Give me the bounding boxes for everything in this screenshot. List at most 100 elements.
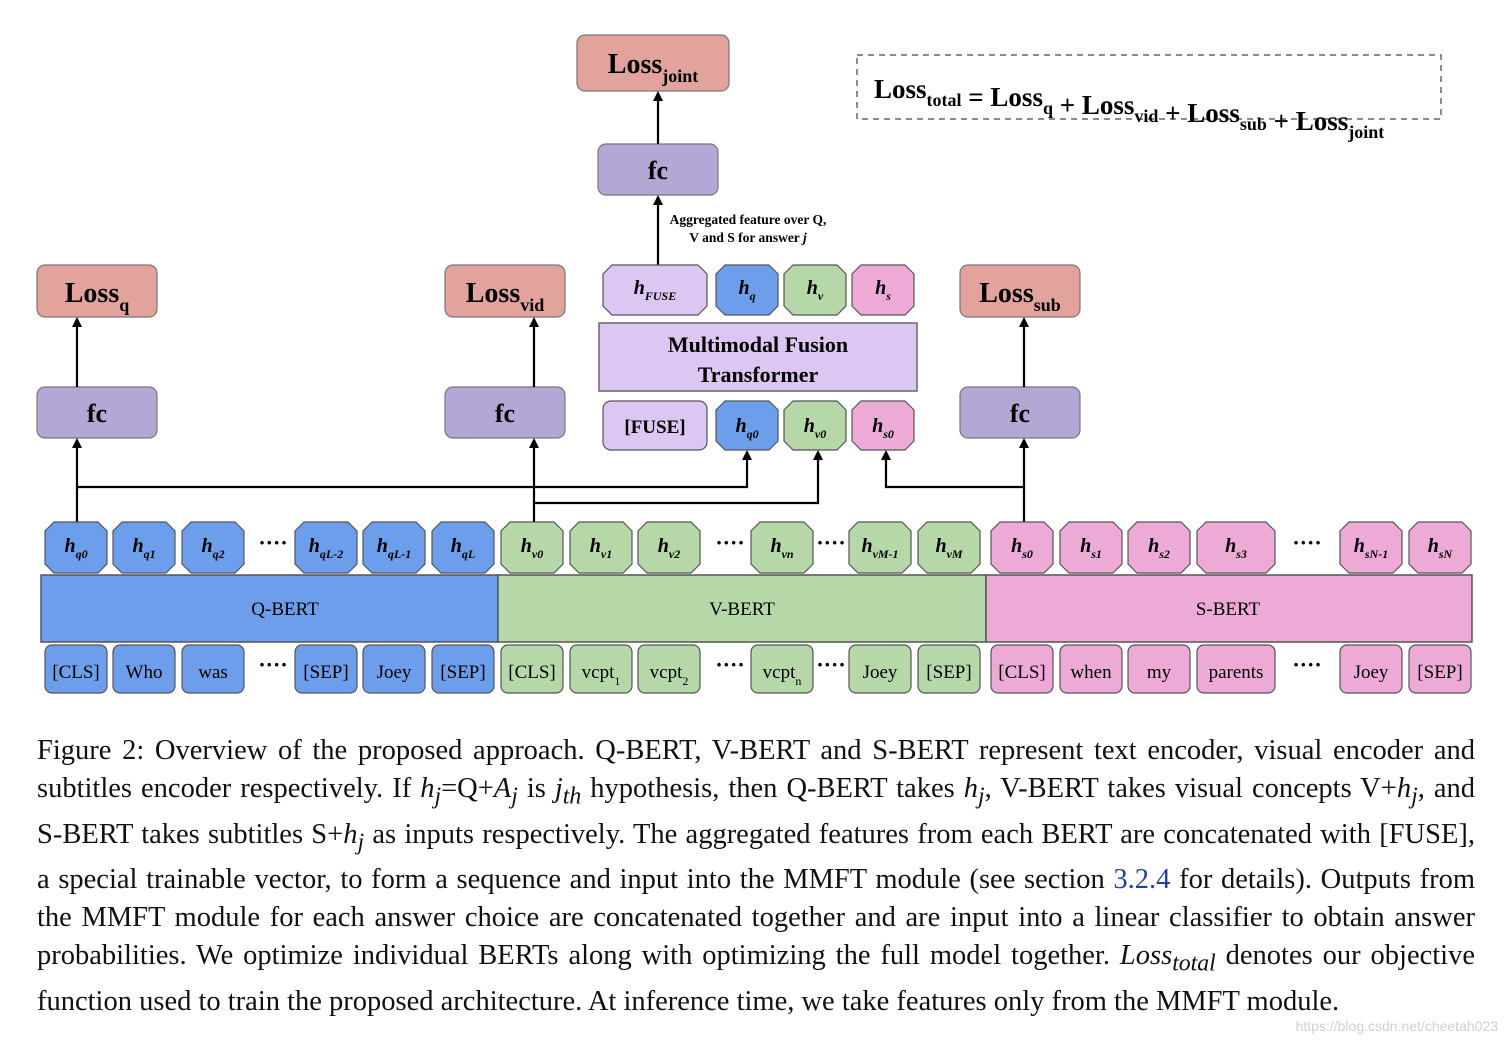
svg-text:hqL-2: hqL-2 <box>309 535 343 561</box>
hidden-state-v-3: hvn <box>750 521 814 574</box>
svg-text:hvM-1: hvM-1 <box>861 535 898 561</box>
svg-text:hFUSE: hFUSE <box>634 277 676 303</box>
svg-text:[FUSE]: [FUSE] <box>624 417 685 438</box>
connector-lines <box>72 91 1029 522</box>
token-s-4: Joey <box>1339 644 1403 694</box>
hidden-state-v-1: hv1 <box>569 521 633 574</box>
svg-text:hs2: hs2 <box>1148 535 1170 561</box>
svg-text:fc: fc <box>87 399 107 428</box>
hidden-state-v-4: hvM-1 <box>848 521 912 574</box>
svg-text:hqL-1: hqL-1 <box>377 535 411 561</box>
s-bert-label: S-BERT <box>1196 599 1261 620</box>
svg-text:hs0: hs0 <box>872 415 894 441</box>
svg-text:hv: hv <box>807 277 824 303</box>
svg-text:hs0: hs0 <box>1011 535 1033 561</box>
svg-text:when: when <box>1070 662 1112 683</box>
fusion-output-0: hFUSE <box>602 264 708 316</box>
token-s-5: [SEP] <box>1408 644 1472 694</box>
token-q-3: [SEP] <box>294 644 358 694</box>
v-bert-encoder <box>497 574 987 643</box>
svg-text:hqL: hqL <box>451 535 475 561</box>
svg-text:[CLS]: [CLS] <box>508 662 556 683</box>
svg-text:hv1: hv1 <box>590 535 612 561</box>
svg-text:Lossq: Lossq <box>65 278 129 315</box>
token-v-3: vcptn <box>750 644 814 694</box>
loss-joint-box: Lossjoint <box>576 34 730 92</box>
svg-text:parents: parents <box>1209 662 1264 683</box>
svg-text:vcpt1: vcpt1 <box>582 662 621 688</box>
fc-q-box: fc <box>36 386 158 439</box>
svg-text:hs: hs <box>875 277 891 303</box>
svg-text:hvn: hvn <box>770 535 793 561</box>
formula-box: Losstotal = Lossq + Lossvid + Losssub + … <box>856 54 1442 142</box>
svg-text:Joey: Joey <box>377 662 412 683</box>
svg-text:hvM: hvM <box>935 535 962 561</box>
v-bert-label: V-BERT <box>709 599 775 620</box>
token-v-5: [SEP] <box>917 644 981 694</box>
svg-text:hsN-1: hsN-1 <box>1354 535 1388 561</box>
svg-text:hsN: hsN <box>1428 535 1454 561</box>
section-ref-link[interactable]: 3.2.4 <box>1113 864 1171 896</box>
svg-text:hs3: hs3 <box>1225 535 1247 561</box>
token-q-5: [SEP] <box>431 644 495 694</box>
svg-text:hv0: hv0 <box>521 535 543 561</box>
hidden-state-q-5: hqL <box>431 521 495 574</box>
aggregated-feature-note-line2: V and S for answer j <box>689 230 807 245</box>
token-s-3: parents <box>1196 644 1276 694</box>
fuse-token: [FUSE] <box>602 400 708 451</box>
fusion-output-tokens: hFUSE hq hv hs <box>602 264 915 316</box>
svg-text:Losssub: Losssub <box>979 278 1061 315</box>
fusion-input-1: hv0 <box>783 400 847 451</box>
svg-text:[SEP]: [SEP] <box>440 662 485 683</box>
token-v-4: Joey <box>848 644 912 694</box>
svg-text:Joey: Joey <box>1354 662 1389 683</box>
input-token-row: [CLS] Who was [SEP] Joey [SEP] [CLS] vcpt1 vcpt2… <box>44 644 1472 694</box>
hidden-state-s-4: hsN-1 <box>1339 521 1403 574</box>
svg-text:Joey: Joey <box>863 662 898 683</box>
svg-text:hv0: hv0 <box>804 415 826 441</box>
svg-text:vcptn: vcptn <box>763 662 802 688</box>
svg-text:Lossvid: Lossvid <box>466 278 544 315</box>
loss-total-formula: Losstotal = Lossq + Lossvid + Losssub + … <box>874 74 1384 142</box>
svg-text:hq: hq <box>738 277 755 303</box>
svg-text:[SEP]: [SEP] <box>1417 662 1462 683</box>
hidden-state-s-0: hs0 <box>990 521 1054 574</box>
q-bert-label: Q-BERT <box>251 599 319 620</box>
svg-text:[CLS]: [CLS] <box>998 662 1046 683</box>
architecture-diagram: Q-BERT V-BERT S-BERT Lossq Lossvid Losss… <box>36 34 1473 694</box>
fc-joint-box: fc <box>597 143 719 196</box>
svg-text:fc: fc <box>495 399 515 428</box>
fusion-output-3: hs <box>851 264 915 316</box>
svg-text:hv2: hv2 <box>658 535 680 561</box>
token-s-2: my <box>1127 644 1191 694</box>
token-q-0: [CLS] <box>44 644 108 694</box>
loss-sub-box: Losssub <box>959 264 1081 318</box>
svg-text:my: my <box>1147 662 1172 683</box>
loss-vid-box: Lossvid <box>444 264 566 318</box>
ellipsis-7: ···· <box>1292 652 1321 677</box>
svg-text:was: was <box>198 662 228 683</box>
fusion-input-2: hs0 <box>851 400 915 451</box>
fusion-input-0: hq0 <box>715 400 779 451</box>
s-bert-encoder <box>985 574 1473 643</box>
fusion-input-tokens: [FUSE] hq0 hv0 hs0 <box>602 400 915 451</box>
svg-text:Transformer: Transformer <box>698 362 819 387</box>
ellipsis-0: ···· <box>258 530 287 555</box>
token-v-1: vcpt1 <box>569 644 633 694</box>
hidden-state-q-0: hq0 <box>44 521 108 574</box>
svg-text:hq0: hq0 <box>735 415 758 441</box>
q-bert-encoder <box>40 574 499 643</box>
hidden-state-q-4: hqL-1 <box>362 521 426 574</box>
token-q-2: was <box>181 644 245 694</box>
svg-text:[CLS]: [CLS] <box>52 662 100 683</box>
ellipsis-5: ···· <box>715 652 744 677</box>
multimodal-fusion-transformer: Multimodal Fusion Transformer <box>598 322 918 392</box>
token-q-1: Who <box>112 644 176 694</box>
ellipsis-6: ···· <box>816 652 845 677</box>
svg-text:Who: Who <box>126 662 163 683</box>
svg-text:hq2: hq2 <box>201 535 224 561</box>
token-q-4: Joey <box>362 644 426 694</box>
figure-caption: Figure 2: Overview of the proposed appro… <box>37 735 1475 1018</box>
token-v-2: vcpt2 <box>637 644 701 694</box>
ellipsis-2: ···· <box>816 530 845 555</box>
